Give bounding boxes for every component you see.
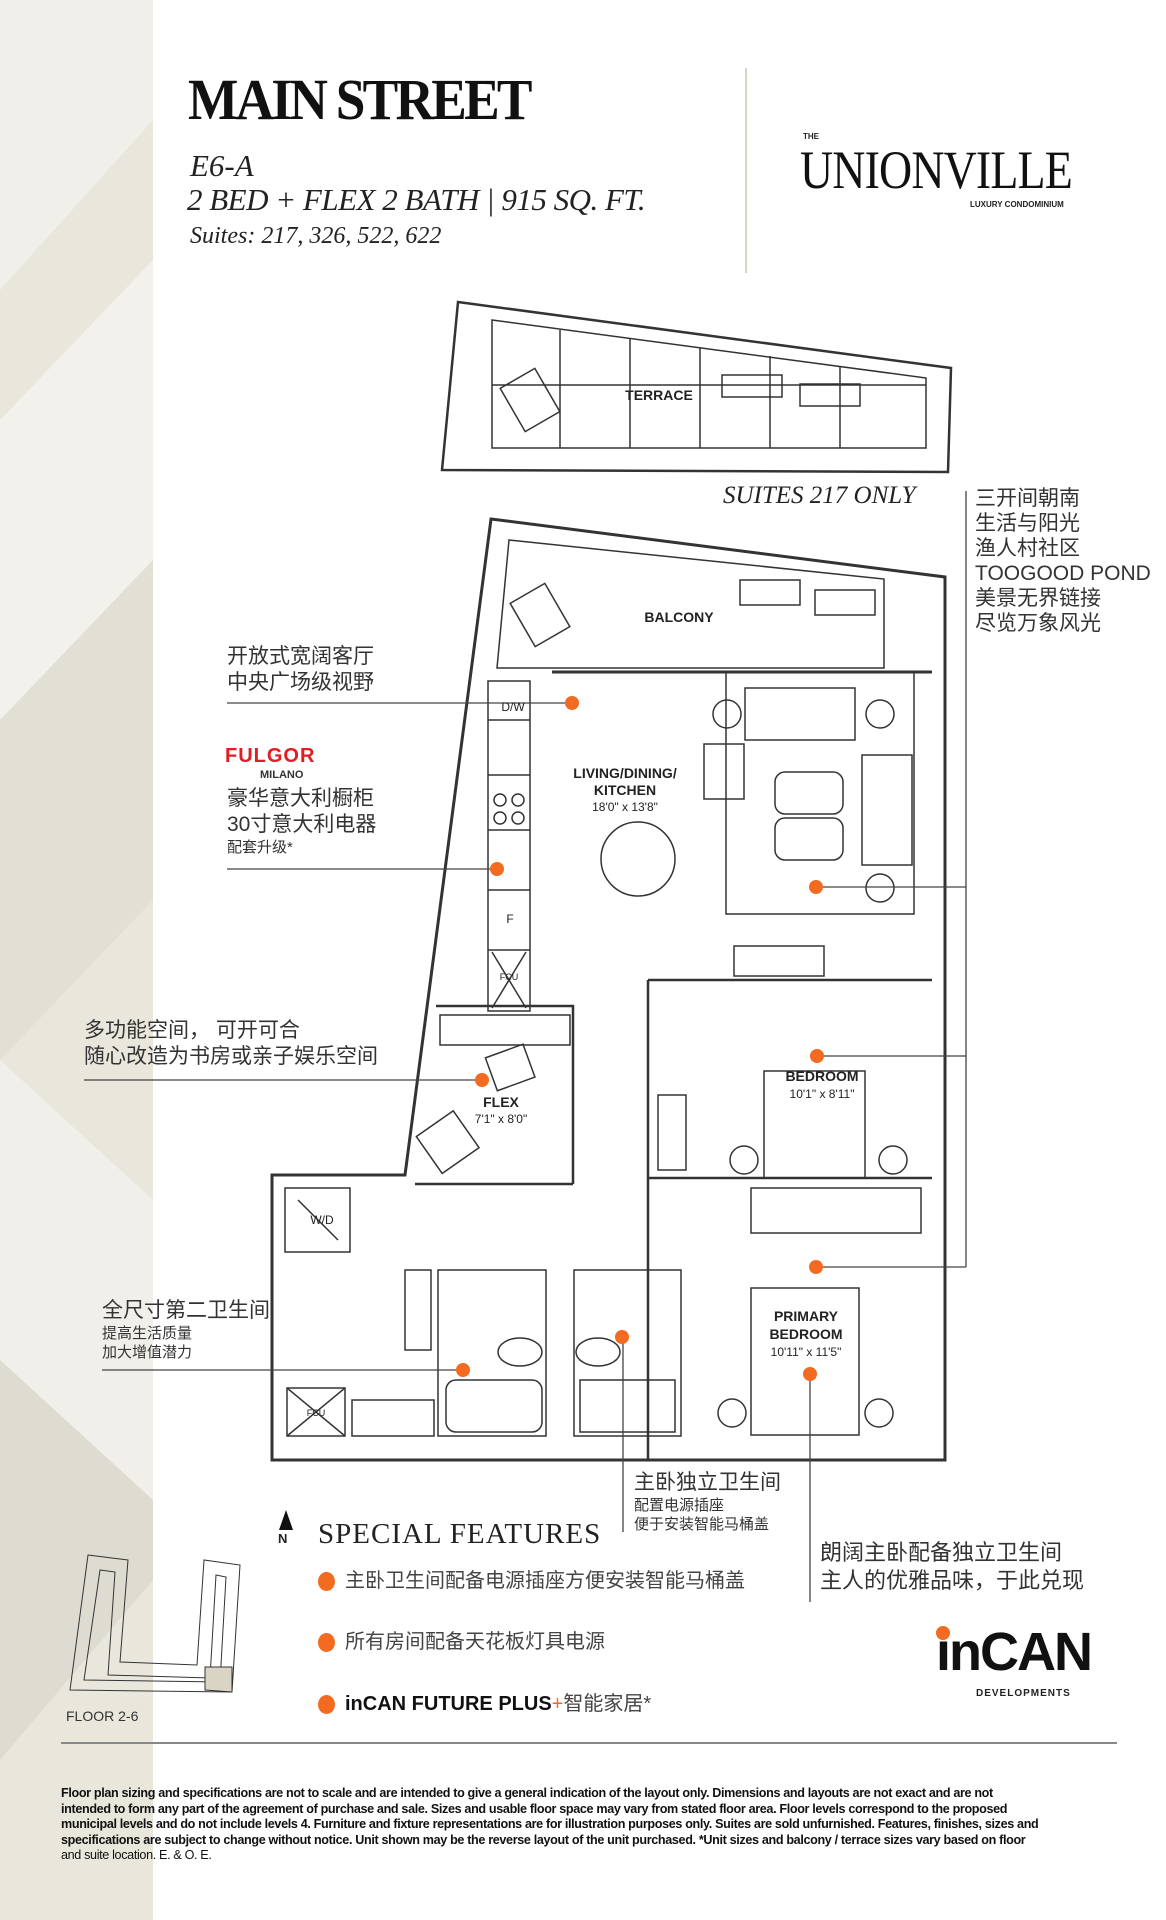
feature-dots <box>456 696 824 1381</box>
annotation-primary: 朗阔主卧配备独立卫生间 主人的优雅品味，于此兑现 <box>820 1539 1084 1595</box>
bullet-dot-icon <box>318 1632 335 1652</box>
unit-walls <box>270 517 947 1462</box>
dim-living: 18'0" x 13'8" <box>592 800 658 814</box>
feature-text: 智能家居* <box>563 1693 652 1715</box>
key-plan <box>69 1554 241 1693</box>
line: 30寸意大利电器 <box>227 813 377 836</box>
label-primary-bedroom: BEDROOM <box>769 1326 842 1342</box>
disclaimer-line: and suite location. E. & O. E. <box>61 1848 212 1862</box>
page-title: MAIN STREET <box>188 67 533 132</box>
decorative-band <box>0 0 153 1920</box>
special-features-title: SPECIAL FEATURES <box>318 1518 602 1550</box>
label-washer-dryer: W/D <box>310 1213 334 1227</box>
line: 配置电源插座 <box>634 1497 725 1514</box>
line: 美景无界链接 <box>975 587 1101 610</box>
bullet-dot-icon <box>318 1571 335 1591</box>
divider <box>745 68 747 273</box>
suite-numbers: Suites: 217, 326, 522, 622 <box>190 223 442 249</box>
fulgor-logo: FULGOR <box>225 745 316 767</box>
annotation-flex: 多功能空间， 可开可合 随心改造为书房或亲子娱乐空间 <box>84 1018 378 1070</box>
north-arrow-icon <box>279 1510 293 1530</box>
living-area <box>600 672 915 977</box>
line: 中央广场级视野 <box>227 671 374 694</box>
label-balcony: BALCONY <box>644 609 714 625</box>
line: 加大增值潜力 <box>102 1344 193 1361</box>
balcony <box>496 539 932 674</box>
feature-text: inCAN FUTURE PLUS <box>345 1693 552 1715</box>
label-fcu-2: FCU <box>307 1408 326 1418</box>
line: 随心改造为书房或亲子娱乐空间 <box>84 1045 378 1068</box>
line: 配套升级* <box>227 839 293 856</box>
incan-logo-dot <box>936 1626 950 1640</box>
annotation-living: 开放式宽阔客厅 中央广场级视野 <box>227 644 374 696</box>
line: 便于安装智能马桶盖 <box>634 1516 770 1533</box>
bathrooms <box>284 1187 682 1437</box>
line: 全尺寸第二卫生间 <box>102 1299 270 1322</box>
label-bedroom: BEDROOM <box>785 1068 858 1084</box>
feature-item: 所有房间配备天花板灯具电源 <box>318 1630 605 1654</box>
north-label: N <box>278 1531 288 1546</box>
label-kitchen: KITCHEN <box>594 782 656 798</box>
line: 尽览万象风光 <box>975 612 1101 635</box>
primary-bedroom <box>717 1287 894 1436</box>
divider <box>61 1742 1117 1744</box>
label-flex: FLEX <box>483 1094 519 1110</box>
feature-text: 主卧卫生间配备电源插座方便安装智能马桶盖 <box>345 1570 745 1592</box>
line: 提高生活质量 <box>102 1325 193 1342</box>
logo-subtitle: LUXURY CONDOMINIUM <box>970 200 1064 209</box>
line: 朗阔主卧配备独立卫生间 <box>820 1540 1063 1565</box>
line: 多功能空间， 可开可合 <box>84 1019 300 1042</box>
disclaimer-line: Floor plan sizing and specifications are… <box>61 1786 993 1800</box>
dim-flex: 7'1" x 8'0" <box>475 1112 527 1126</box>
bullet-dot-icon <box>318 1694 335 1714</box>
label-living: LIVING/DINING/ <box>573 765 677 781</box>
dim-bedroom: 10'1" x 8'11" <box>790 1087 855 1101</box>
label-dishwasher: D/W <box>501 700 525 714</box>
disclaimer-line: specifications are subject to change wit… <box>61 1832 1026 1847</box>
line: 主人的优雅品味，于此兑现 <box>820 1568 1085 1593</box>
flex-room <box>415 1004 575 1186</box>
line: 渔人村社区 <box>975 537 1080 560</box>
label-fcu: FCU <box>500 972 519 982</box>
line: 豪华意大利橱柜 <box>227 787 374 810</box>
fulgor-logo-sub: MILANO <box>260 769 304 781</box>
annotation-lines <box>84 491 967 1602</box>
disclaimer: Floor plan sizing and specifications are… <box>61 1786 1039 1864</box>
key-plan-label: FLOOR 2-6 <box>66 1708 139 1724</box>
line: 开放式宽阔客厅 <box>227 645 374 668</box>
disclaimer-line: intended to form any part of the agreeme… <box>61 1801 1008 1816</box>
incan-logo-sub: DEVELOPMENTS <box>976 1688 1071 1699</box>
terrace <box>440 300 953 474</box>
unit-spec: 2 BED + FLEX 2 BATH | 915 SQ. FT. <box>187 182 646 217</box>
incan-logo: inCAN <box>936 1622 1093 1682</box>
logo-the: THE <box>803 132 819 141</box>
annotation-ensuite: 主卧独立卫生间 配置电源插座 便于安装智能马桶盖 <box>634 1470 781 1534</box>
dim-primary: 10'11" x 11'5" <box>771 1345 842 1359</box>
line: 主卧独立卫生间 <box>634 1471 781 1494</box>
plus-sign: + <box>551 1693 564 1715</box>
line: 生活与阳光 <box>975 512 1080 535</box>
feature-text: 所有房间配备天花板灯具电源 <box>345 1631 605 1653</box>
line: 三开间朝南 <box>975 487 1080 510</box>
label-primary: PRIMARY <box>774 1308 839 1324</box>
suites-only-note: SUITES 217 ONLY <box>723 482 916 509</box>
unit-code: E6-A <box>190 148 254 183</box>
line: TOOGOOD POND <box>975 562 1151 585</box>
feature-item: inCAN FUTURE PLUS+智能家居* <box>318 1692 651 1716</box>
kitchen <box>487 680 531 1012</box>
feature-item: 主卧卫生间配备电源插座方便安装智能马桶盖 <box>318 1569 745 1593</box>
bedroom <box>646 978 932 1460</box>
label-fridge: F <box>506 912 513 926</box>
label-terrace: TERRACE <box>625 387 693 403</box>
unionville-logo: UNIONVILLE <box>800 140 1073 200</box>
annotation-bath2: 全尺寸第二卫生间 提高生活质量 加大增值潜力 <box>102 1298 270 1362</box>
annotation-south: 三开间朝南 生活与阳光 渔人村社区 TOOGOOD POND 美景无界链接 尽览… <box>975 486 1151 636</box>
disclaimer-line: municipal levels and do not include leve… <box>61 1817 1039 1831</box>
annotation-kitchen: 豪华意大利橱柜 30寸意大利电器 配套升级* <box>227 786 376 857</box>
